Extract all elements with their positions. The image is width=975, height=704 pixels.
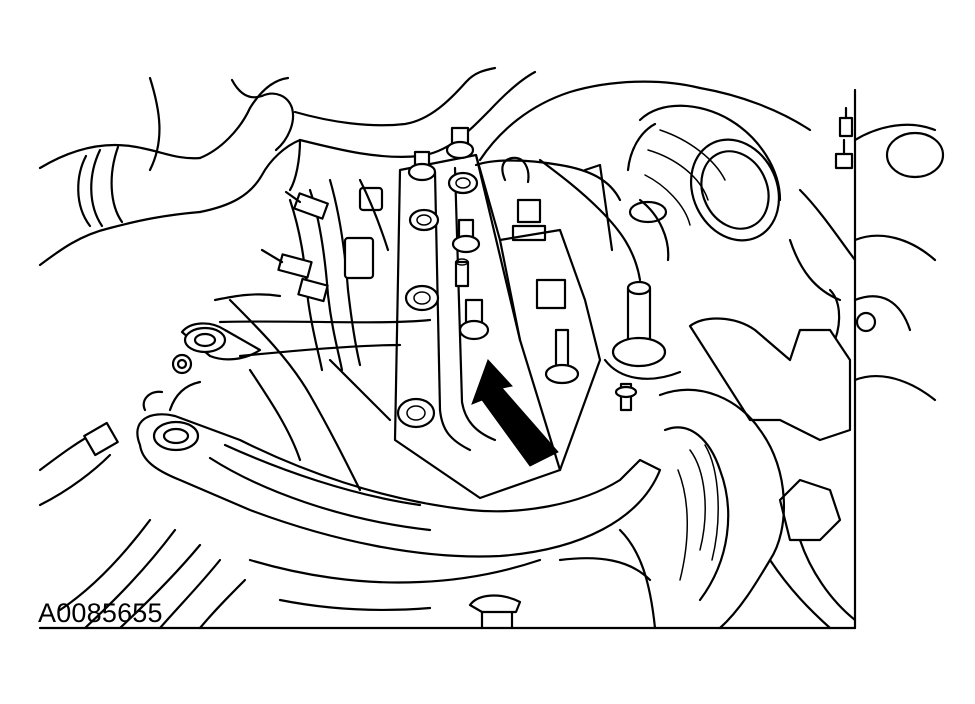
coolant-hose-left <box>38 76 302 267</box>
lower-housing <box>248 528 657 630</box>
vent-pipe <box>603 198 682 380</box>
figure-id-label: A0085655 <box>38 598 163 628</box>
nut-7 <box>404 284 440 312</box>
bolt-top-2 <box>407 150 437 182</box>
sensor-block <box>474 156 642 472</box>
stud-bolt <box>458 298 490 341</box>
callout-arrow <box>471 359 559 467</box>
nut-9 <box>396 397 436 429</box>
stud-6 <box>454 258 470 288</box>
upper-hose <box>293 66 812 162</box>
intake-tube <box>626 104 782 242</box>
bolt-5 <box>451 218 481 254</box>
nut-3 <box>447 171 479 195</box>
right-housing <box>788 106 945 402</box>
bolt-row <box>396 126 490 429</box>
lower-support-arm <box>136 318 662 558</box>
lower-left-cable <box>38 421 247 630</box>
engine-block <box>228 138 392 492</box>
bolt-top-1 <box>445 126 475 160</box>
mount-bracket-right <box>658 317 857 630</box>
nut-4 <box>408 208 440 232</box>
